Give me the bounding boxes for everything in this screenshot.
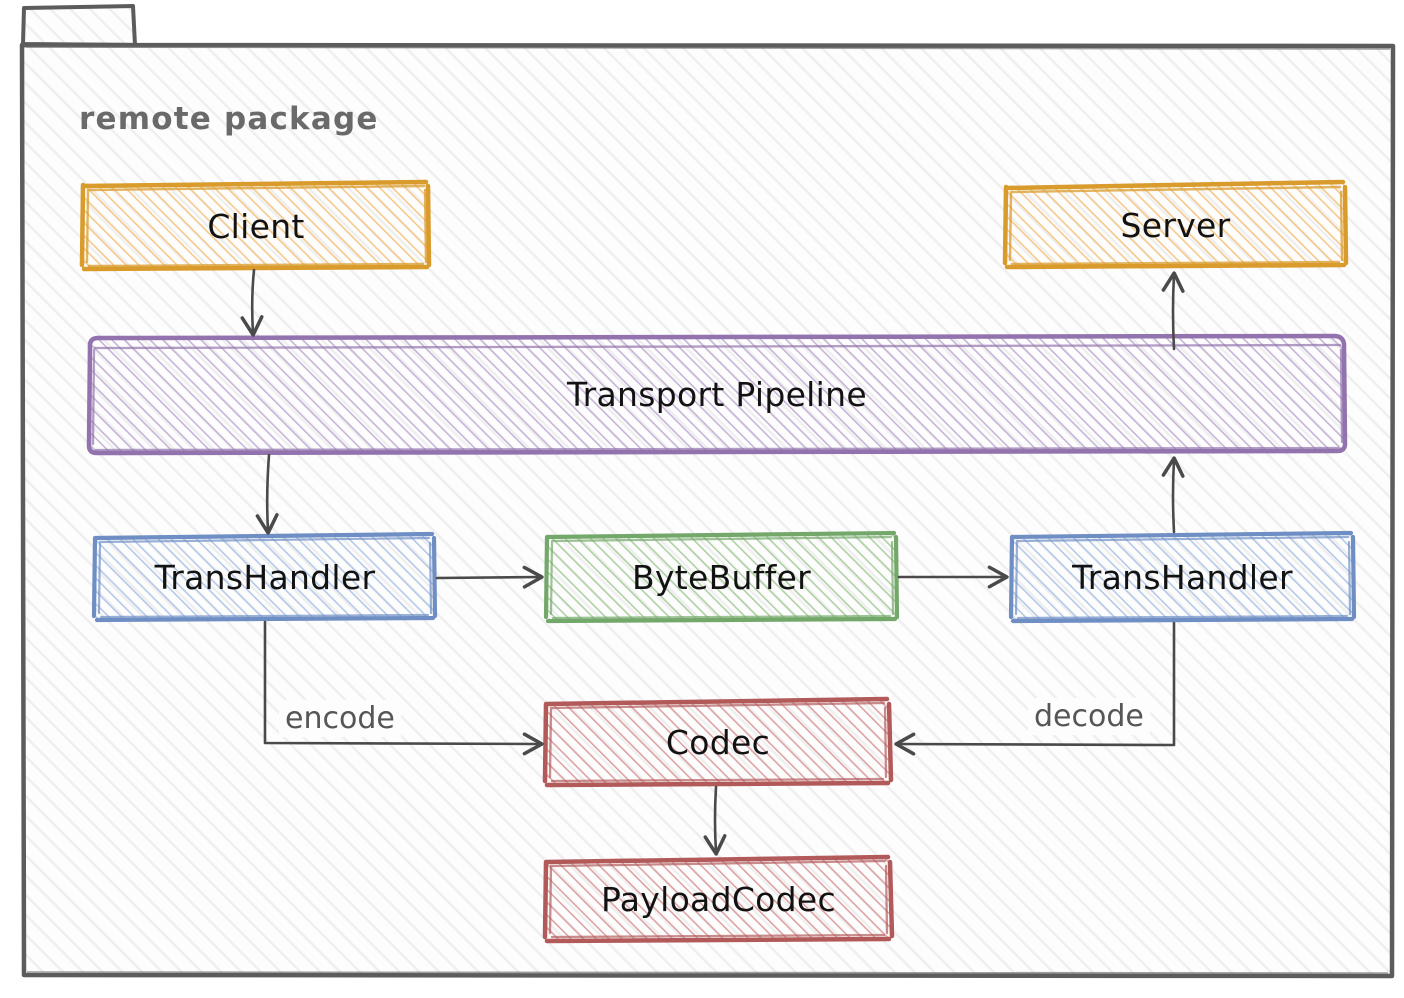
edge-pipeline-to-server (1161, 271, 1185, 351)
node-payloadcodec[interactable] (542, 854, 895, 944)
node-transhandler-right[interactable] (1008, 530, 1357, 624)
package-title: remote package (79, 101, 379, 137)
node-server[interactable] (1002, 179, 1349, 270)
edge-label-decode: decode (1028, 698, 1150, 735)
edge-client-to-pipeline (240, 268, 264, 337)
edge-transhandler-left-to-codec (263, 620, 544, 756)
edge-label-encode: encode (279, 700, 401, 737)
node-bytebuffer[interactable] (543, 530, 900, 624)
node-transport-pipeline[interactable] (86, 333, 1348, 456)
edge-pipeline-to-transhandler-left (255, 453, 279, 535)
edge-transhandler-right-to-pipeline (1161, 456, 1185, 534)
node-client[interactable] (79, 179, 432, 272)
edge-codec-to-payloadcodec (703, 785, 727, 856)
package-frame (19, 4, 1396, 979)
node-transhandler-left[interactable] (91, 531, 438, 623)
edge-transhandler-right-to-codec (894, 621, 1176, 756)
edge-transhandler-left-to-bytebuffer (435, 565, 544, 589)
node-codec[interactable] (542, 696, 894, 788)
